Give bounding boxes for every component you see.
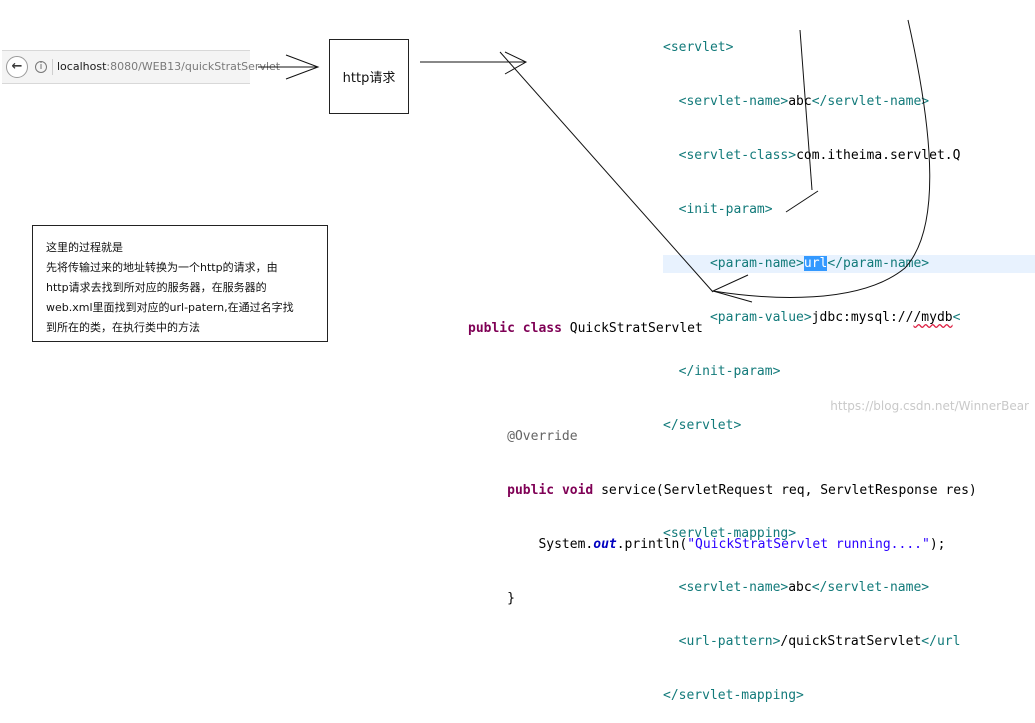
xml-line: </init-param> bbox=[678, 364, 781, 379]
info-icon[interactable]: i bbox=[35, 61, 47, 73]
arrowhead bbox=[285, 54, 320, 80]
link-mapping-name-to-servlet-name bbox=[799, 29, 813, 191]
java-line: System.out.println("QuickStratServlet ru… bbox=[538, 537, 946, 552]
url-path: :8080/WEB13/quickStratServlet bbox=[106, 60, 281, 73]
explanation-line: http请求去找到所对应的服务器，在服务器的 bbox=[46, 281, 267, 294]
java-line: } bbox=[507, 591, 515, 606]
explanation-line: web.xml里面找到对应的url-patern,在通过名字找 bbox=[46, 301, 294, 314]
browser-address-bar: ← i localhost:8080/WEB13/quickStratServl… bbox=[2, 50, 280, 84]
java-line: public class QuickStratServlet bbox=[468, 321, 703, 336]
xml-line: <servlet-name>abc</servlet-name> bbox=[678, 94, 930, 109]
url-text[interactable]: localhost:8080/WEB13/quickStratServlet bbox=[57, 60, 280, 73]
xml-line-highlighted: <param-name>url</param-name> bbox=[663, 255, 1035, 273]
xml-line: <servlet> bbox=[663, 40, 734, 55]
xml-line: <url-pattern>/quickStratServlet</url bbox=[678, 634, 961, 649]
java-class-name: QuickStratServlet bbox=[569, 321, 703, 336]
back-arrow-icon[interactable]: ← bbox=[6, 56, 28, 78]
url-separator bbox=[52, 59, 53, 75]
explanation-line: 这里的过程就是 bbox=[46, 241, 123, 254]
http-request-box: http请求 bbox=[329, 39, 409, 114]
servlet-class-value: com.itheima.servlet.Q bbox=[796, 148, 961, 163]
xml-line: </servlet-mapping> bbox=[663, 688, 804, 703]
connector-lines bbox=[258, 19, 931, 303]
explanation-line: 到所在的类，在执行类中的方法 bbox=[46, 321, 200, 334]
diagonal-line bbox=[499, 51, 714, 293]
arrowhead bbox=[711, 274, 753, 303]
url-host: localhost bbox=[57, 60, 107, 73]
link-pattern-to-mapping-name bbox=[785, 190, 819, 213]
java-line: public void service(ServletRequest req, … bbox=[507, 483, 977, 498]
xml-line: <param-value>jdbc:mysql:///mydb< bbox=[709, 310, 961, 325]
xml-line: <init-param> bbox=[678, 202, 773, 217]
explanation-note: 这里的过程就是 先将传输过来的地址转换为一个http的请求，由 http请求去找… bbox=[32, 225, 328, 342]
java-line: @Override bbox=[507, 429, 578, 444]
curve-pattern-to-class bbox=[712, 19, 931, 298]
xml-line: <servlet-class>com.itheima.servlet.Q bbox=[678, 148, 961, 163]
param-name-selection: url bbox=[803, 256, 828, 271]
watermark: https://blog.csdn.net/WinnerBear bbox=[830, 399, 1029, 413]
explanation-line: 先将传输过来的地址转换为一个http的请求，由 bbox=[46, 261, 278, 274]
url-pattern-value: /quickStratServlet bbox=[780, 634, 922, 649]
arrowhead bbox=[504, 51, 528, 75]
http-request-label: http请求 bbox=[342, 71, 396, 86]
